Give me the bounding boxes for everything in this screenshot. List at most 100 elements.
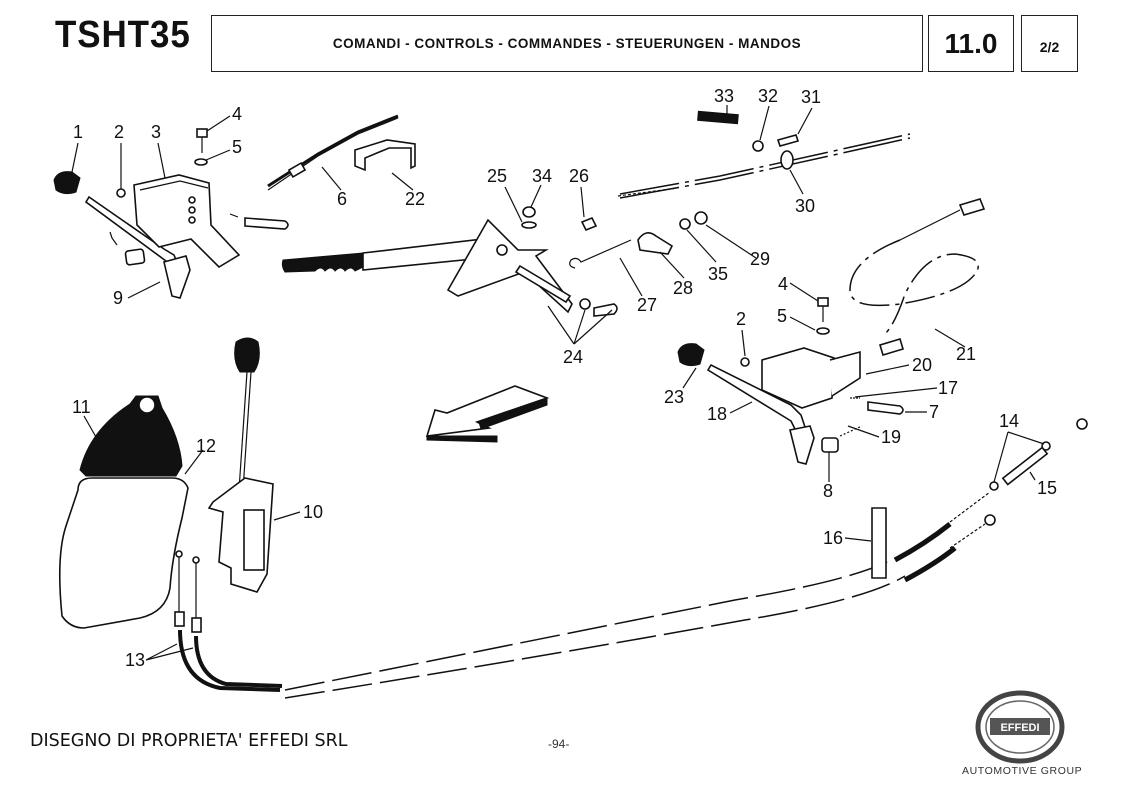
bolt-4: [196, 128, 208, 138]
lever-sector: [446, 218, 573, 314]
callout: 34: [532, 166, 552, 186]
clip-2b: [740, 357, 750, 367]
boot-11: [79, 395, 183, 477]
console-12: [58, 477, 189, 629]
callout: 19: [881, 427, 901, 447]
clevis-28: [637, 232, 674, 255]
callout: 26: [569, 166, 589, 186]
nut-35: [679, 218, 691, 230]
title-box: COMANDI - CONTROLS - COMMANDES - STEUERU…: [211, 15, 923, 72]
callout: 18: [707, 404, 727, 424]
callout: 21: [956, 344, 976, 364]
callout: 1: [73, 122, 83, 142]
page-number: -94-: [548, 737, 570, 751]
logo-caption: AUTOMOTIVE GROUP: [962, 765, 1083, 777]
lever-foot-9: [163, 255, 191, 299]
sheet-count: 2/2: [1039, 38, 1060, 55]
section-box: 11.0: [928, 15, 1014, 72]
handbrake-cable-assembly: [267, 114, 416, 191]
screw-31: [776, 134, 800, 147]
callout: 9: [113, 288, 123, 308]
callout: 29: [750, 249, 770, 269]
pin-7: [867, 401, 904, 415]
bushing: [124, 248, 146, 266]
right-lever-assembly: [677, 297, 904, 465]
callout: 27: [637, 295, 657, 315]
bracket-22: [354, 139, 416, 172]
washer-5: [194, 158, 208, 166]
callout: 8: [823, 481, 833, 501]
washer-24: [579, 298, 591, 310]
logo-wordmark: EFFEDI: [1000, 722, 1039, 734]
section-number: 11.0: [944, 27, 998, 59]
callout: 35: [708, 264, 728, 284]
callout: 2: [114, 122, 124, 142]
callout: 6: [337, 189, 347, 209]
callout: 11: [72, 397, 91, 417]
nut-29: [694, 211, 708, 225]
shift-cables: [174, 418, 1088, 699]
bushing-8: [821, 437, 839, 453]
callout: 16: [823, 528, 843, 548]
callout: 5: [777, 306, 787, 326]
page-box: 2/2: [1021, 15, 1078, 72]
ownership-notice: DISEGNO DI PROPRIETA' EFFEDI SRL: [30, 731, 348, 751]
callout: 33: [714, 86, 734, 106]
washer-25: [521, 221, 537, 229]
knob-23-icon: [677, 343, 705, 367]
callout: 25: [487, 166, 507, 186]
callout: 7: [929, 402, 939, 422]
page-title: COMANDI - CONTROLS - COMMANDES - STEUERU…: [332, 36, 802, 51]
washer-5b: [816, 327, 830, 335]
bolt-4b: [817, 297, 829, 307]
nut-14a: [989, 481, 999, 491]
cable-clip-16: [871, 507, 887, 579]
rear-cable-assembly: [617, 110, 911, 199]
callout: 14: [999, 411, 1019, 431]
callout: 20: [912, 355, 932, 375]
leader-lines: [71, 105, 1045, 661]
callout: 4: [778, 274, 788, 294]
callout: 13: [125, 650, 145, 670]
callout: 15: [1037, 478, 1057, 498]
callout: 4: [232, 104, 242, 124]
effedi-logo: EFFEDI: [975, 690, 1065, 764]
handbrake-lever: [281, 218, 573, 314]
callout: 3: [151, 122, 161, 142]
callout: 32: [758, 86, 778, 106]
eye-bolt-27: [569, 239, 632, 269]
grommet-30: [780, 150, 794, 170]
knob-1-icon: [53, 171, 81, 195]
small-hardware: [521, 206, 708, 317]
model-code: TSHT35: [55, 14, 191, 56]
callout: 17: [938, 378, 958, 398]
callout: 24: [563, 347, 583, 367]
callout: 12: [196, 436, 216, 456]
bracket-20: [761, 347, 835, 409]
nut-32: [752, 140, 764, 152]
direction-arrow-icon: [425, 385, 550, 443]
pin: [244, 217, 289, 230]
callout-labels: 1 2 3 4 5 6 22 9 25 34 26 33 32 31 30 35…: [72, 86, 1057, 670]
nut-34: [522, 206, 536, 218]
callout: 30: [795, 196, 815, 216]
callout: 31: [801, 87, 821, 107]
sleeve-33: [697, 110, 739, 125]
gear-shift-lever: [207, 337, 274, 593]
callout: 23: [664, 387, 684, 407]
gear-boot-assembly: [58, 395, 189, 629]
callout: 2: [736, 309, 746, 329]
bracket-3: [133, 174, 241, 269]
shift-knob-icon: [234, 337, 260, 373]
callout: 22: [405, 189, 425, 209]
bolt-24: [593, 303, 618, 317]
cable-21: [849, 198, 986, 356]
screw-26: [580, 216, 598, 232]
clip-2: [116, 188, 126, 198]
callout: 10: [303, 502, 323, 522]
callout: 5: [232, 137, 242, 157]
left-lever-assembly: [53, 128, 289, 299]
callout: 28: [673, 278, 693, 298]
handbrake-grip: [281, 252, 366, 273]
